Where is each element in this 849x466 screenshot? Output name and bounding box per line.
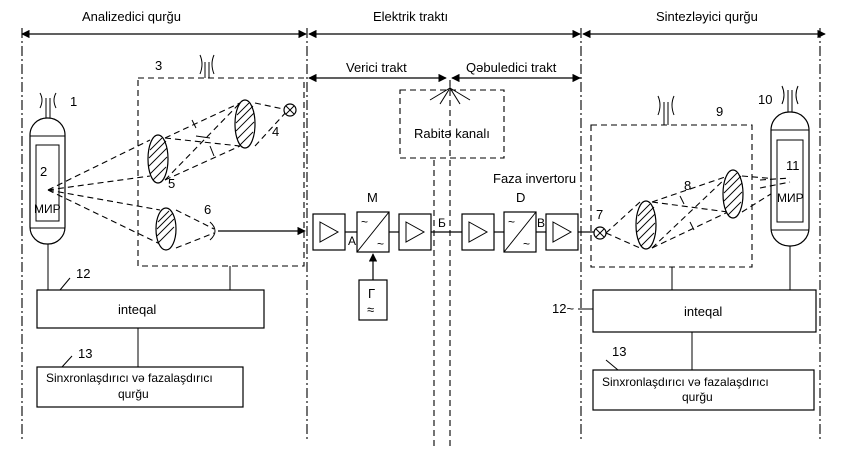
label-11: 11 xyxy=(786,158,800,173)
integral-right-label: inteqal xyxy=(684,304,722,319)
electric-tract: A ~ ~ M Г ≈ Б ~ ~ D Faza invertoru B xyxy=(312,171,594,321)
marker-A: A xyxy=(348,234,356,248)
receiver-tract-label: Qəbuledici trakt xyxy=(466,60,557,75)
sync-left-line1: Sinxronlaşdırıcı və fazalaşdırıcı xyxy=(46,371,213,385)
section-electric-label: Elektrik traktı xyxy=(373,9,448,24)
channel-box: Rabitə kanalı xyxy=(399,82,505,159)
label-13-right: 13 xyxy=(612,344,626,359)
svg-text:~: ~ xyxy=(361,215,368,229)
sender-tract-label: Verici trakt xyxy=(346,60,407,75)
label-7: 7 xyxy=(596,207,603,222)
left-bottom-blocks: inteqal 12 Sinxronlaşdırıcı və fazalaşdı… xyxy=(36,266,265,408)
label-5: 5 xyxy=(168,176,175,191)
integral-right-box xyxy=(592,289,817,333)
section-headers: Analizedici qurğu Elektrik traktı Sintez… xyxy=(21,9,826,83)
integral-left-label: inteqal xyxy=(118,302,156,317)
svg-text:~: ~ xyxy=(377,237,384,251)
label-6: 6 xyxy=(204,202,211,217)
marker-G: Г xyxy=(368,286,375,301)
sync-left-line2: qurğu xyxy=(118,387,149,401)
label-12-right: 12~ xyxy=(552,301,574,316)
sync-left-box xyxy=(36,366,244,408)
phase-inverter-label: Faza invertoru xyxy=(493,171,576,186)
label-12-left: 12 xyxy=(76,266,90,281)
section-analyzer-label: Analizedici qurğu xyxy=(82,9,181,24)
marker-V-cyr: B xyxy=(537,216,545,230)
marker-D: D xyxy=(516,190,525,205)
label-13-left: 13 xyxy=(78,346,92,361)
integral-left-box xyxy=(36,289,265,329)
svg-text:~: ~ xyxy=(508,215,515,229)
section-dividers xyxy=(21,28,821,448)
marker-M: M xyxy=(367,190,378,205)
left-optics-box: 3 xyxy=(47,54,306,290)
section-synthesizer-label: Sintezləyici qurğu xyxy=(656,9,758,24)
left-recorder: 1 2 МИР xyxy=(29,92,77,290)
sync-right-line2: qurğu xyxy=(682,390,713,404)
label-8: 8 xyxy=(684,178,691,193)
label-10: 10 xyxy=(758,92,772,107)
right-recorder: 10 11 МИР xyxy=(758,85,810,290)
label-3: 3 xyxy=(155,58,162,73)
sync-right-line1: Sinxronlaşdırıcı və fazalaşdırıcı xyxy=(602,375,769,389)
label-4: 4 xyxy=(272,124,279,139)
label-1: 1 xyxy=(70,94,77,109)
sync-right-box xyxy=(592,369,815,411)
marker-approx: ≈ xyxy=(367,302,374,317)
right-optics-box: 9 7 8 xyxy=(590,95,791,290)
mir-left-label: МИР xyxy=(34,202,61,216)
mir-right-label: МИР xyxy=(777,191,804,205)
right-bottom-blocks: inteqal 12~ Sinxronlaşdırıcı və fazalaşd… xyxy=(552,289,817,411)
marker-B-cyr: Б xyxy=(438,216,446,230)
label-2: 2 xyxy=(40,164,47,179)
label-9: 9 xyxy=(716,104,723,119)
channel-label: Rabitə kanalı xyxy=(414,126,490,141)
svg-text:~: ~ xyxy=(523,237,530,251)
